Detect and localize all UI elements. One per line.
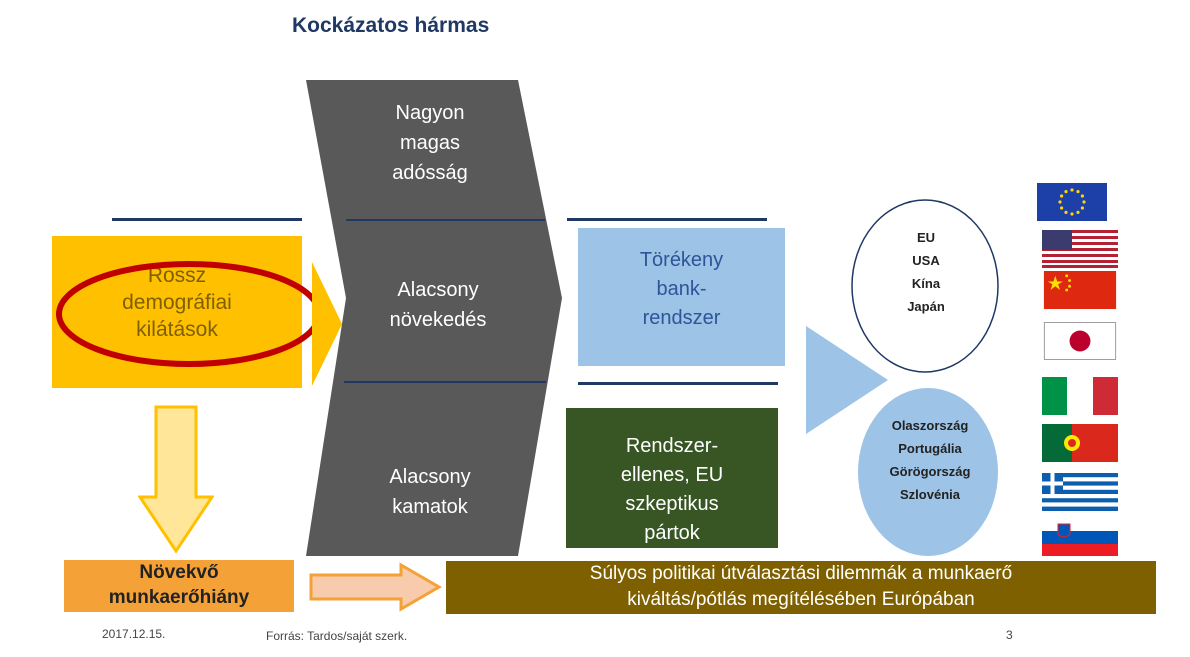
orange-right-arrow-icon	[309, 562, 442, 612]
grey-chevron-shape	[306, 80, 562, 556]
circles-shape	[851, 199, 999, 556]
party-box-text: Rendszer- ellenes, EU szkeptikus pártok	[566, 432, 778, 548]
china-flag-icon	[1043, 271, 1117, 309]
demographic-box-text: Rossz demográfiai kilátások	[52, 262, 302, 343]
chevron-top-line-1: Nagyon	[395, 102, 465, 124]
lower-circle-item-2: Portugália	[898, 441, 962, 456]
left-upper-rule	[112, 218, 302, 221]
upper-circle-item-3: Kína	[911, 276, 941, 291]
greece-flag-icon	[1042, 473, 1118, 511]
labor-line-1: Növekvő	[139, 562, 219, 583]
mid-upper-rule	[567, 218, 767, 221]
upper-circle-text: EU USA Kína Japán	[868, 226, 984, 318]
footer-source: Forrás: Tardos/saját szerk.	[266, 629, 408, 643]
chevron-bottom-line-2: kamatok	[392, 496, 468, 518]
demographic-line-2: demográfiai	[122, 291, 232, 314]
labor-shortage-box	[64, 560, 294, 612]
labor-line-2: munkaerőhiány	[108, 587, 250, 608]
bank-line-1: Törékeny	[639, 249, 724, 271]
yellow-down-arrow-icon	[138, 405, 214, 553]
upper-circle-item-1: EU	[916, 230, 936, 245]
party-line-3: szkeptikus	[625, 493, 719, 515]
lower-circle-text: Olaszország Portugália Görögország Szlov…	[872, 414, 988, 506]
dilemma-line-2: kiváltás/pótlás megítélésében Európában	[627, 589, 975, 610]
bank-line-3: rendszer	[642, 307, 721, 329]
chevron-top-text: Nagyon magas adósság	[340, 98, 520, 188]
yellow-right-arrow-icon	[312, 262, 342, 386]
mid-lower-rule	[578, 382, 778, 385]
italy-flag-icon	[1042, 377, 1118, 415]
demographic-line-3: kilátások	[136, 318, 218, 341]
party-box	[566, 408, 778, 548]
bank-box-text: Törékeny bank- rendszer	[578, 246, 785, 333]
chevron-bottom-text: Alacsony kamatok	[340, 462, 520, 522]
japan-flag-icon	[1043, 322, 1117, 360]
demographic-line-1: Rossz	[147, 264, 207, 287]
highlight-ring	[56, 261, 322, 367]
lower-circle-item-4: Szlovénia	[900, 487, 960, 502]
chevron-top-line-3: adósság	[392, 162, 468, 184]
blue-triangle-arrow-icon	[806, 326, 888, 434]
party-line-2: ellenes, EU	[620, 464, 724, 486]
dilemma-line-1: Súlyos politikai útválasztási dilemmák a…	[589, 563, 1013, 584]
footer-page-number: 3	[1006, 628, 1013, 642]
footer-date: 2017.12.15.	[102, 627, 166, 641]
chevron-middle-text: Alacsony növekedés	[348, 275, 528, 335]
bank-box	[578, 228, 785, 366]
dilemma-box	[446, 561, 1156, 614]
party-line-1: Rendszer-	[625, 435, 719, 457]
upper-circle-item-4: Japán	[907, 299, 945, 314]
usa-flag-icon	[1042, 230, 1118, 268]
slovenia-flag-icon	[1042, 518, 1118, 556]
labor-shortage-text: Növekvő munkaerőhiány	[64, 560, 294, 610]
chevron-bottom-line-1: Alacsony	[389, 466, 471, 488]
eu-flag-icon	[1037, 183, 1107, 221]
bank-line-2: bank-	[656, 278, 707, 300]
dilemma-text: Súlyos politikai útválasztási dilemmák a…	[446, 561, 1156, 613]
chevron-middle-line-2: növekedés	[389, 309, 487, 331]
chevron-middle-line-1: Alacsony	[397, 279, 479, 301]
party-line-4: pártok	[644, 522, 700, 544]
upper-circle-item-2: USA	[912, 253, 940, 268]
portugal-flag-icon	[1042, 424, 1118, 462]
chevron-top-line-2: magas	[399, 132, 461, 154]
lower-circle-item-3: Görögország	[889, 464, 971, 479]
page-title: Kockázatos hármas	[292, 14, 490, 37]
lower-circle-item-1: Olaszország	[891, 418, 969, 433]
